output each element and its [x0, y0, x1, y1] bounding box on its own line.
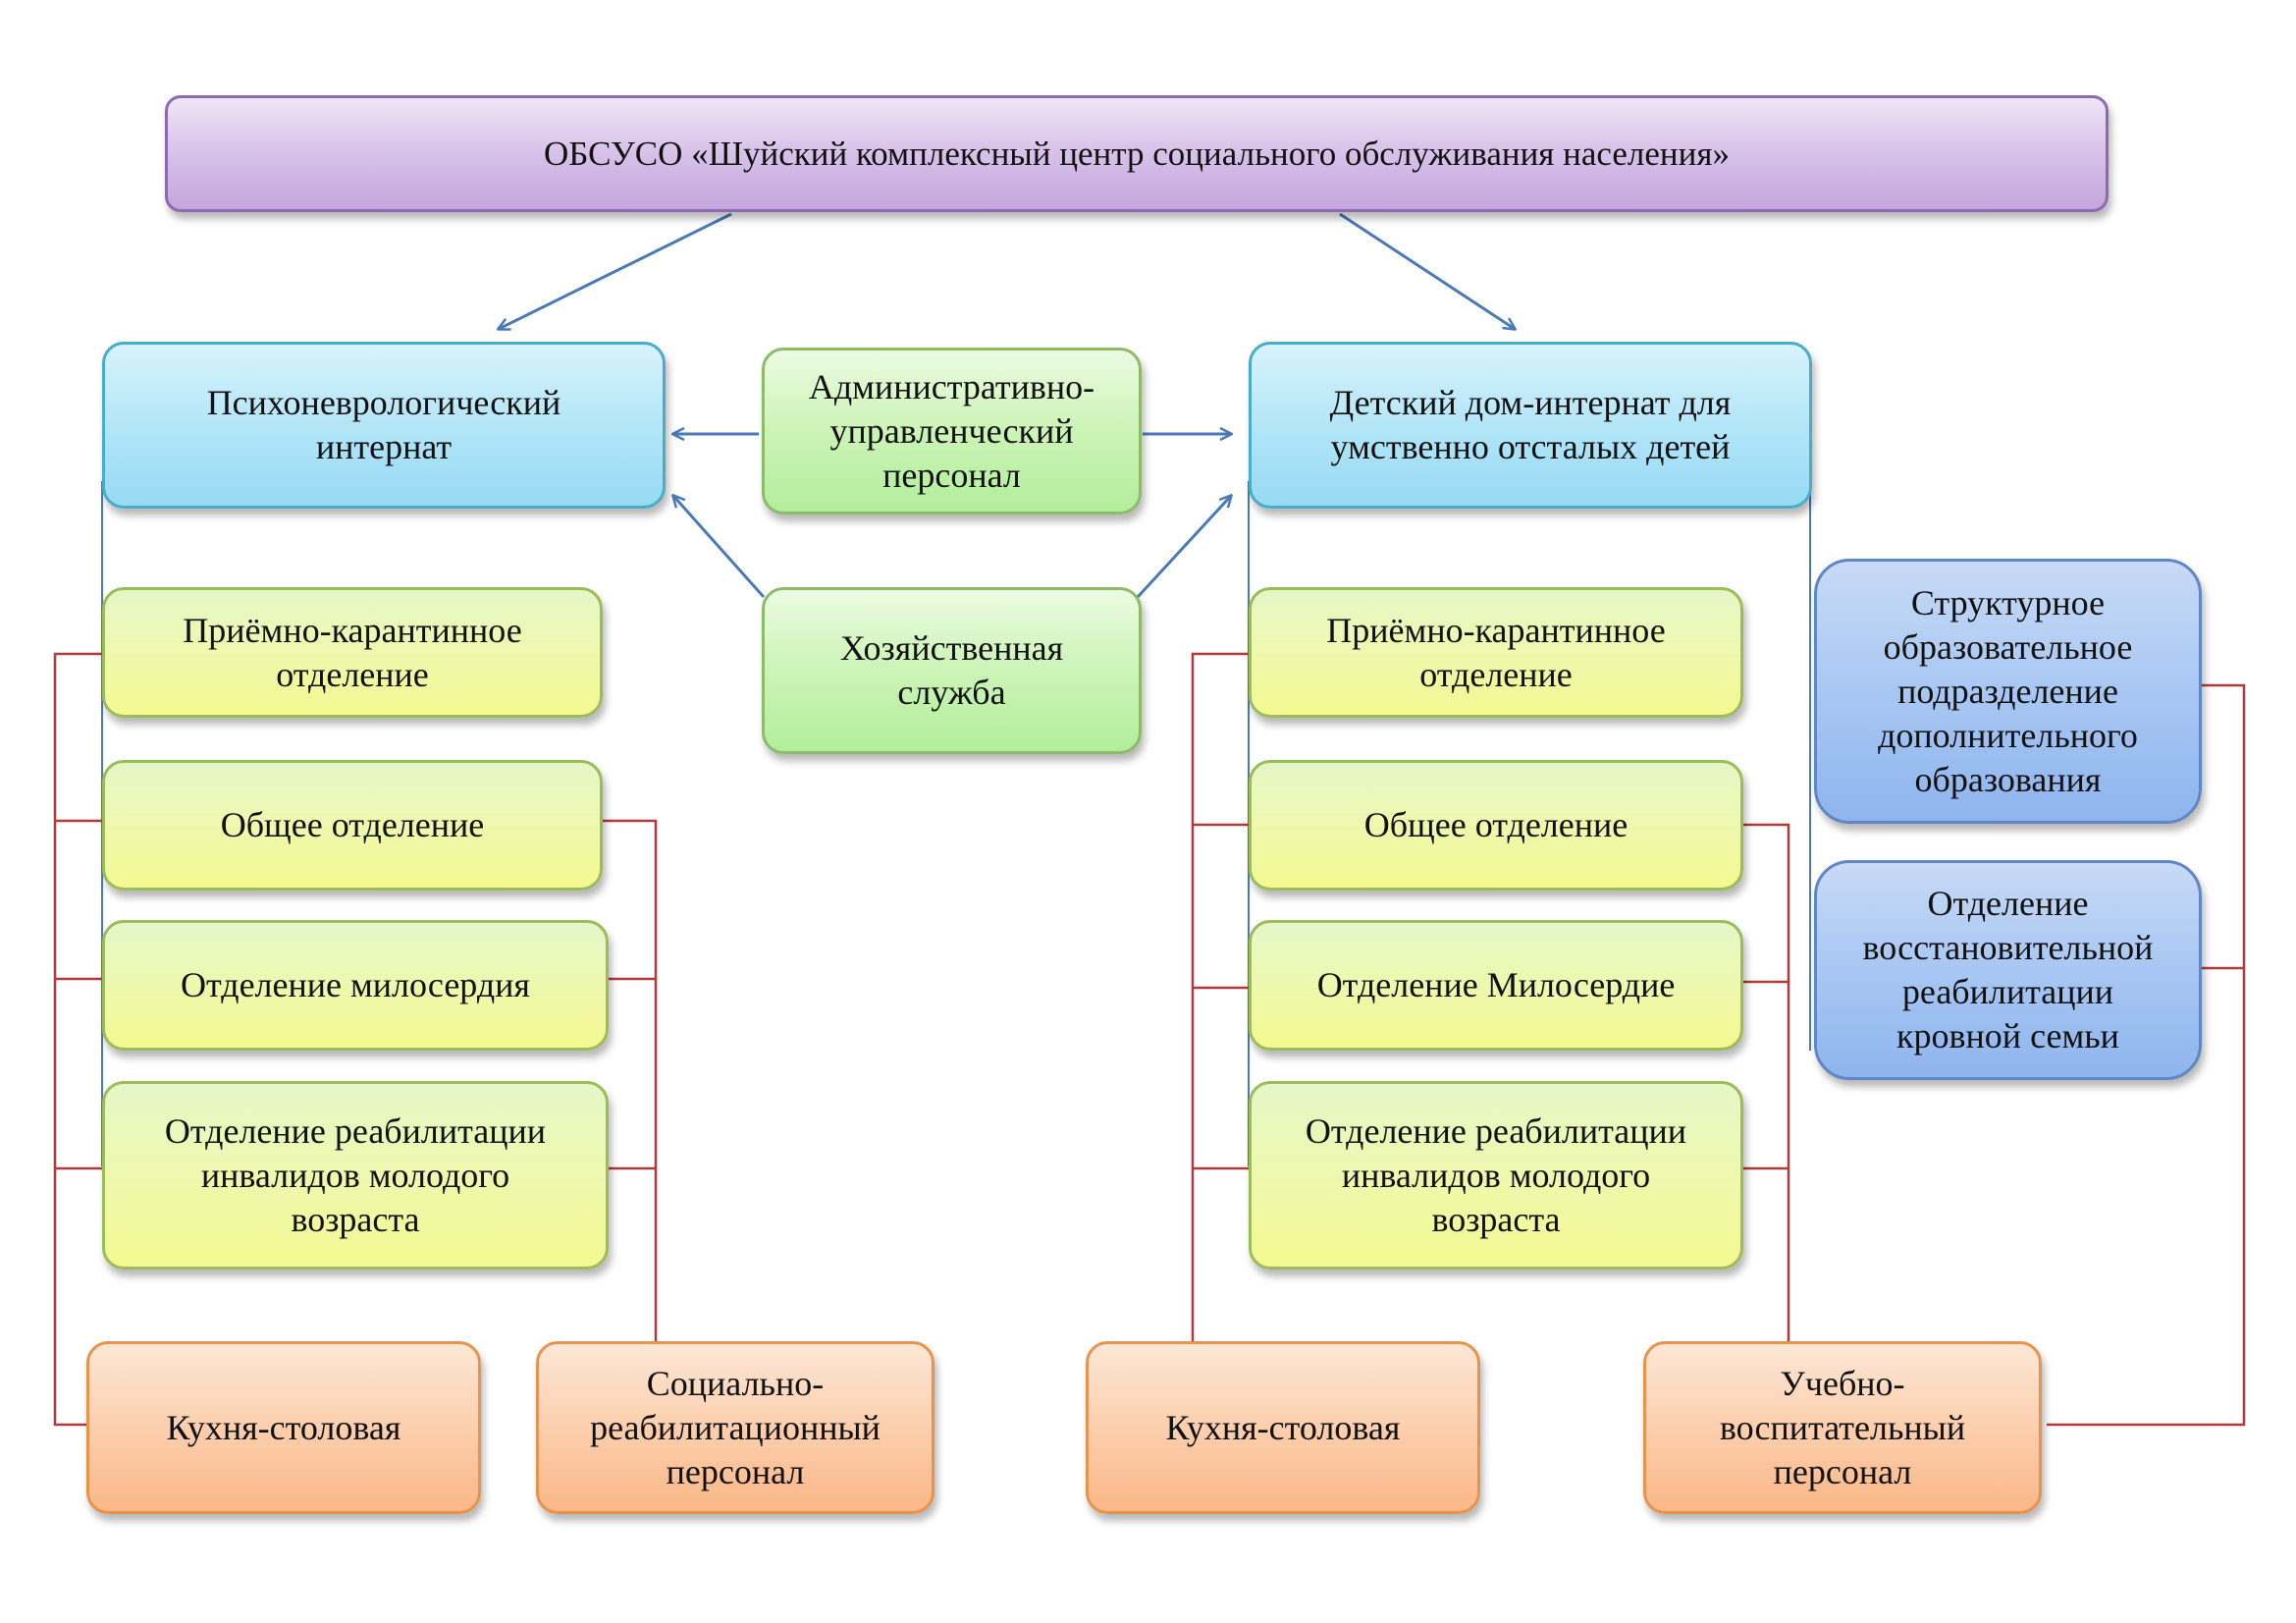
node-label-line: Кухня-столовая — [166, 1407, 401, 1447]
node-label-line: персонал — [882, 455, 1021, 495]
node-label-line: кровной семьи — [1896, 1016, 2119, 1055]
node-label-line: возраста — [291, 1199, 420, 1239]
left-dept-mercy: Отделение милосердия — [102, 920, 609, 1051]
node-label-line: Отделение — [1927, 884, 2089, 923]
node-label-line: служба — [897, 673, 1006, 712]
arrow-household-to-left — [673, 496, 766, 598]
node-label-line: Приёмно-карантинное — [183, 610, 522, 650]
node-label-line: инвалидов молодого — [200, 1155, 510, 1195]
node-label-line: возраста — [1431, 1199, 1561, 1239]
node-label-line: Административно- — [808, 366, 1095, 406]
node-label-line: персонал — [1773, 1451, 1912, 1491]
node-label-line: персонал — [666, 1451, 805, 1491]
node-label-line: Отделение Милосердие — [1316, 965, 1676, 1004]
node-label-line: инвалидов молодого — [1341, 1155, 1651, 1195]
node-label-line: образования — [1914, 759, 2102, 799]
branch-children-boarding-home: Детский дом-интернат для умственно отста… — [1249, 342, 1812, 509]
branch-title-line: умственно отсталых детей — [1330, 427, 1731, 466]
left-dept-youth-rehabilitation: Отделение реабилитации инвалидов молодог… — [102, 1081, 609, 1270]
branch-title-line: Детский дом-интернат для — [1329, 383, 1732, 422]
node-label-line: Кухня-столовая — [1165, 1407, 1401, 1447]
right-dept-youth-rehabilitation: Отделение реабилитации инвалидов молодог… — [1249, 1081, 1743, 1270]
left-kitchen: Кухня-столовая — [86, 1341, 481, 1514]
left-staff-bracket — [603, 819, 658, 1343]
node-label-line: образовательное — [1883, 626, 2133, 667]
root-organization: ОБСУСО «Шуйский комплексный центр социал… — [165, 95, 2109, 212]
right-kitchen: Кухня-столовая — [1086, 1341, 1480, 1514]
right-dept-mercy: Отделение Милосердие — [1249, 920, 1743, 1051]
node-label-line: Хозяйственная — [839, 628, 1064, 668]
node-label-line: Структурное — [1910, 582, 2106, 622]
left-kitchen-bracket — [53, 652, 102, 1427]
node-label-line: Социально- — [646, 1363, 825, 1403]
root-organization-label: ОБСУСО «Шуйский комплексный центр социал… — [544, 134, 1730, 173]
right-kitchen-bracket — [1191, 652, 1249, 1343]
node-label-line: подразделение — [1897, 671, 2118, 711]
branch-title-line: Психоневрологический — [206, 383, 561, 422]
node-label-line: отделение — [1419, 654, 1573, 694]
right-staff-bracket — [1743, 823, 1790, 1343]
extra-bracket — [2047, 683, 2246, 1427]
admin-staff: Административно- управленческий персонал — [762, 348, 1142, 514]
arrow-root-to-left — [499, 212, 732, 329]
node-label-line: Отделение реабилитации — [1305, 1110, 1687, 1151]
node-label-line: Общее отделение — [1363, 805, 1629, 844]
extra-family-rehabilitation: Отделение восстановительной реабилитации… — [1814, 860, 2202, 1080]
node-label-line: Отделение реабилитации — [164, 1110, 547, 1151]
node-label-line: дополнительного — [1878, 715, 2138, 755]
arrow-household-to-right — [1136, 496, 1231, 599]
node-label-line: реабилитационный — [590, 1407, 881, 1447]
right-dept-general: Общее отделение — [1249, 760, 1743, 891]
branch-psychoneurological-boarding: Психоневрологический интернат — [102, 342, 666, 509]
node-label-line: Общее отделение — [220, 805, 485, 844]
node-label-line: Учебно- — [1780, 1363, 1905, 1403]
right-dept-reception-quarantine: Приёмно-карантинное отделение — [1249, 587, 1743, 718]
node-label-line: реабилитации — [1901, 972, 2114, 1011]
arrow-root-to-right — [1339, 212, 1515, 329]
household-service: Хозяйственная служба — [762, 587, 1142, 754]
extra-education-unit: Структурное образовательное подразделени… — [1814, 559, 2202, 824]
node-label-line: воспитательный — [1719, 1407, 1966, 1447]
left-dept-general: Общее отделение — [102, 760, 603, 891]
node-label-line: Отделение милосердия — [181, 965, 530, 1004]
node-label-line: восстановительной — [1862, 928, 2154, 967]
right-educational-staff: Учебно- воспитательный персонал — [1643, 1341, 2042, 1514]
left-social-rehab-staff: Социально- реабилитационный персонал — [536, 1341, 934, 1514]
left-dept-reception-quarantine: Приёмно-карантинное отделение — [102, 587, 603, 718]
node-label-line: управленческий — [829, 410, 1074, 451]
node-label-line: Приёмно-карантинное — [1326, 610, 1666, 650]
branch-title-line: интернат — [315, 427, 453, 466]
node-label-line: отделение — [276, 654, 429, 694]
